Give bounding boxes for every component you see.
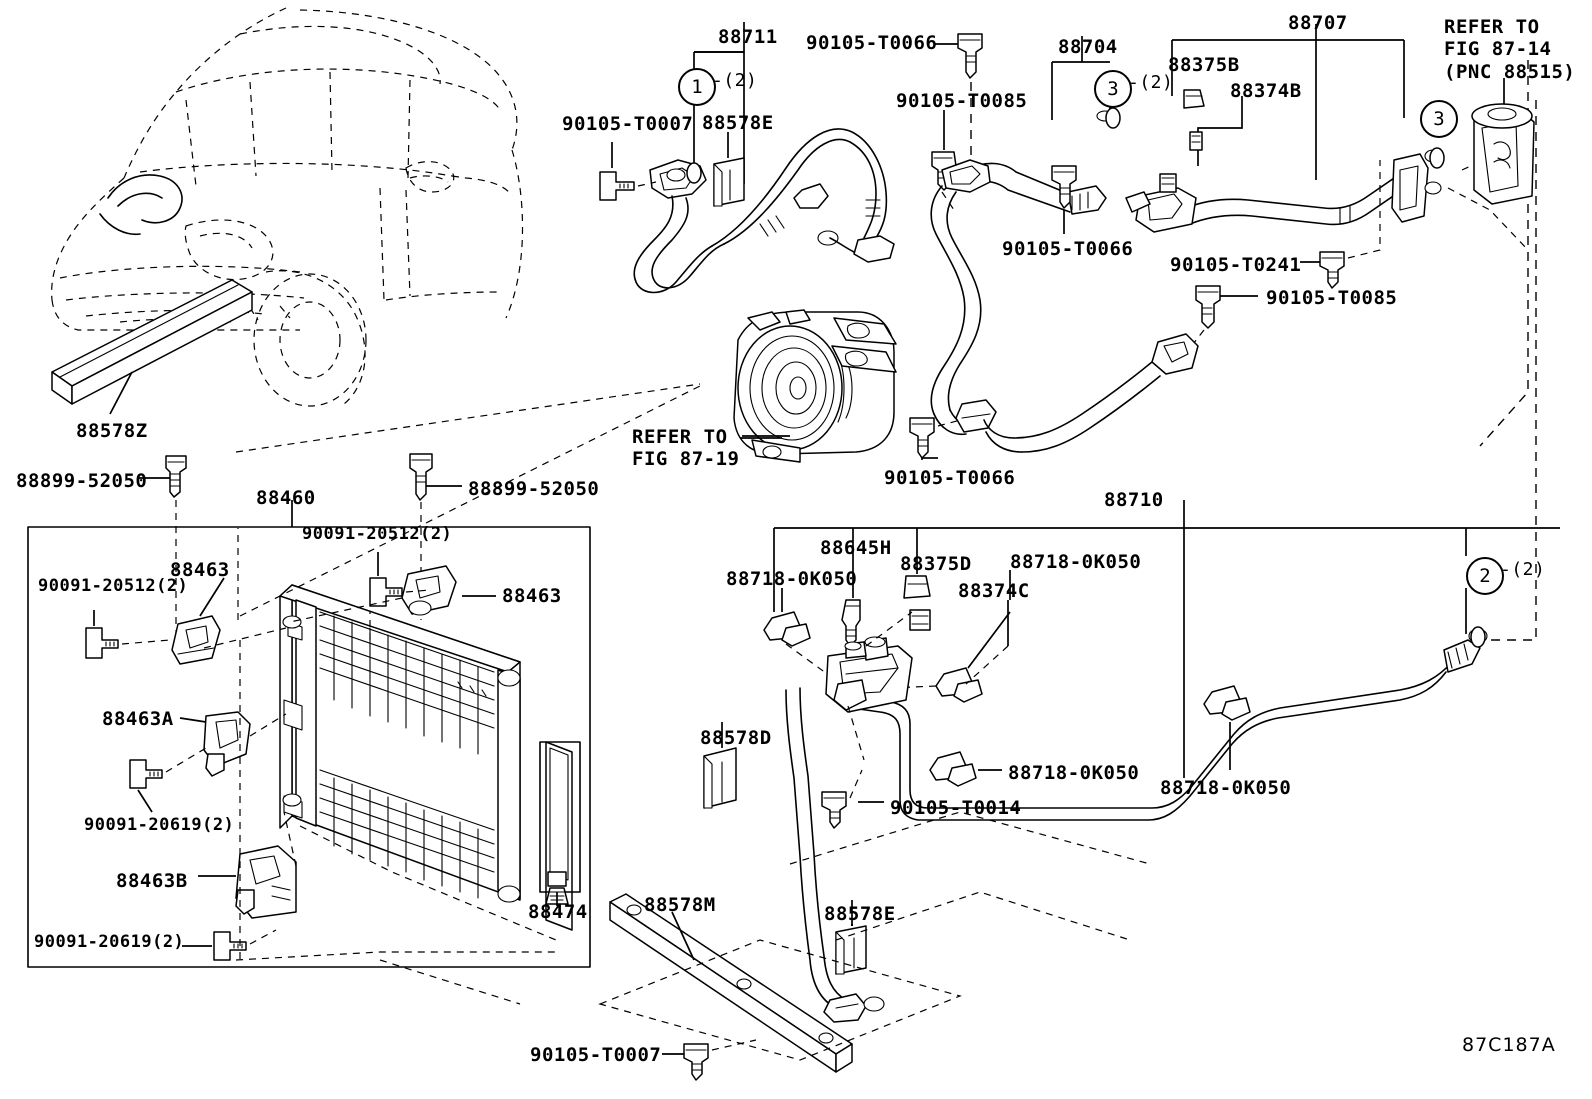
part-label-l-90105t0014: 90105-T0014: [890, 797, 1022, 819]
part-label-l-88375b: 88375B: [1168, 54, 1240, 76]
condenser-assembly-box: [27, 500, 591, 968]
clip-88718-c: [929, 751, 1002, 787]
part-label-l-88707: 88707: [1288, 12, 1348, 34]
clip-88718-b: [889, 611, 1011, 703]
part-label-l-90091-20512b: 90091-20512(2): [302, 524, 453, 544]
part-label-l-90105t0085a: 90105-T0085: [896, 90, 1028, 112]
callout-circle-circ-3a: 3: [1094, 70, 1132, 108]
part-label-l-90105t0007a: 90105-T0007: [562, 113, 694, 135]
part-label-l-88578d: 88578D: [700, 727, 772, 749]
part-88515-expansion-valve: [1471, 78, 1535, 205]
part-label-l-90105t0066c: 90105-T0066: [884, 467, 1016, 489]
part-compressor: [733, 309, 897, 463]
part-label-l-88374c: 88374C: [958, 580, 1030, 602]
part-88710-manifold: [825, 611, 913, 761]
part-88704-hose: [930, 110, 1114, 436]
part-label-l-88578e-bot: 88578E: [824, 903, 896, 925]
leader-88710-rack: [773, 500, 1560, 778]
part-88463b-bracket: [198, 845, 297, 919]
part-88711-hose: [633, 128, 895, 294]
part-88578e-top-clip: [713, 132, 745, 207]
part-lower-vertical-pipe: [785, 687, 885, 1023]
part-88578m-bar: [609, 893, 853, 1073]
part-88463a-bracket: [179, 711, 251, 777]
part-88578e-bottom-clip: [835, 900, 867, 975]
part-88645h-switch: [841, 556, 861, 647]
part-88474-drier: [539, 741, 581, 931]
part-88463-upper-right: [401, 565, 496, 616]
part-88375d-grommet: [903, 570, 931, 599]
part-88578d-clip: [703, 722, 737, 809]
refer-to-line: FIG 87-19: [632, 448, 740, 471]
callout-qty-circ-1: -(2): [712, 70, 758, 91]
part-label-l-88463a: 88463A: [102, 708, 174, 730]
clip-88718-d: [1203, 685, 1251, 770]
part-label-l-90091-20619a: 90091-20619(2): [84, 815, 235, 835]
refer-to-line: (PNC 88515): [1444, 60, 1576, 83]
part-label-l-88711: 88711: [718, 26, 778, 48]
part-label-l-88474: 88474: [528, 901, 588, 923]
refer-to-line: REFER TO: [632, 426, 728, 448]
part-label-l-88578z: 88578Z: [76, 420, 148, 442]
bolt-90105-t0066-top: [934, 33, 983, 174]
part-label-l-88463-top: 88463: [170, 559, 230, 581]
callout-qty-circ-3a: -(2): [1128, 72, 1174, 93]
callout-qty-circ-2: -(2): [1500, 559, 1546, 580]
part-88463-upper-left: [171, 577, 225, 665]
bolt-90105-t0014: [821, 769, 884, 829]
callout-circle-circ-3b: 3: [1420, 100, 1458, 138]
part-label-l-88718a: 88718-0K050: [1010, 551, 1142, 573]
leader-88899-right: [409, 453, 462, 620]
leader-88707-rack: [1171, 24, 1405, 180]
bolt-90105-t0007-bottom: [662, 1039, 757, 1081]
part-88460-condenser: [279, 584, 521, 903]
pipe-connector-mid: [983, 333, 1199, 453]
part-88374c-oring: [909, 600, 1009, 685]
bolt-90105-t0007-top: [599, 142, 657, 201]
part-label-l-90105t0241: 90105-T0241: [1170, 254, 1302, 276]
part-label-l-88645h: 88645H: [820, 537, 892, 559]
oring-markers: [686, 107, 1486, 648]
part-label-l-88899a: 88899-52050: [16, 470, 148, 492]
diagram-code: 87C187A: [1462, 1034, 1556, 1056]
part-label-l-90091-20619b: 90091-20619(2): [34, 932, 185, 952]
part-label-l-88710: 88710: [1104, 489, 1164, 511]
part-label-l-90105t0066b: 90105-T0066: [1002, 238, 1134, 260]
part-label-l-88463-right: 88463: [502, 585, 562, 607]
callout-circle-circ-1: 1: [678, 68, 716, 106]
part-88707-pipe: [1125, 149, 1442, 233]
part-label-l-88375d: 88375D: [900, 553, 972, 575]
bolt-90105-t0066-compressor: [909, 417, 969, 460]
part-label-l-90105t0007b: 90105-T0007: [530, 1044, 662, 1066]
part-label-l-88718b: 88718-0K050: [726, 568, 858, 590]
part-label-l-88578e-top: 88578E: [702, 112, 774, 134]
bolt-90105-t0085-mid: [1189, 285, 1258, 349]
part-label-l-88718d: 88718-0K050: [1160, 777, 1292, 799]
callout-circle-circ-2: 2: [1466, 557, 1504, 595]
part-label-l-88374b: 88374B: [1230, 80, 1302, 102]
part-88578z-strip: [51, 279, 253, 415]
bolts-condenser-box: [85, 552, 431, 961]
part-label-l-90091-20512a: 90091-20512(2): [38, 576, 189, 596]
part-label-l-90105t0066a: 90105-T0066: [806, 32, 938, 54]
clip-88718-a: [763, 588, 831, 677]
condenser-assembly-dashed: [203, 528, 560, 961]
part-label-l-88578m: 88578M: [644, 894, 716, 916]
bolt-90105-t0241: [1300, 160, 1381, 289]
part-label-l-88899b: 88899-52050: [468, 478, 600, 500]
bolt-90105-t0066-mid: [1051, 165, 1077, 234]
part-label-l-88718c: 88718-0K050: [1008, 762, 1140, 784]
leader-88899-left: [138, 455, 187, 640]
refer-to-line: FIG 87-14: [1444, 38, 1552, 61]
part-label-l-88463b: 88463B: [116, 870, 188, 892]
part-88710-tube: [835, 628, 1488, 821]
part-label-l-88460: 88460: [256, 487, 316, 509]
bottom-dashed-guides: [235, 383, 1151, 1061]
refer-to-line: REFER TO: [1444, 16, 1540, 38]
part-label-l-88704: 88704: [1058, 36, 1118, 58]
part-label-l-90105t0085b: 90105-T0085: [1266, 287, 1398, 309]
